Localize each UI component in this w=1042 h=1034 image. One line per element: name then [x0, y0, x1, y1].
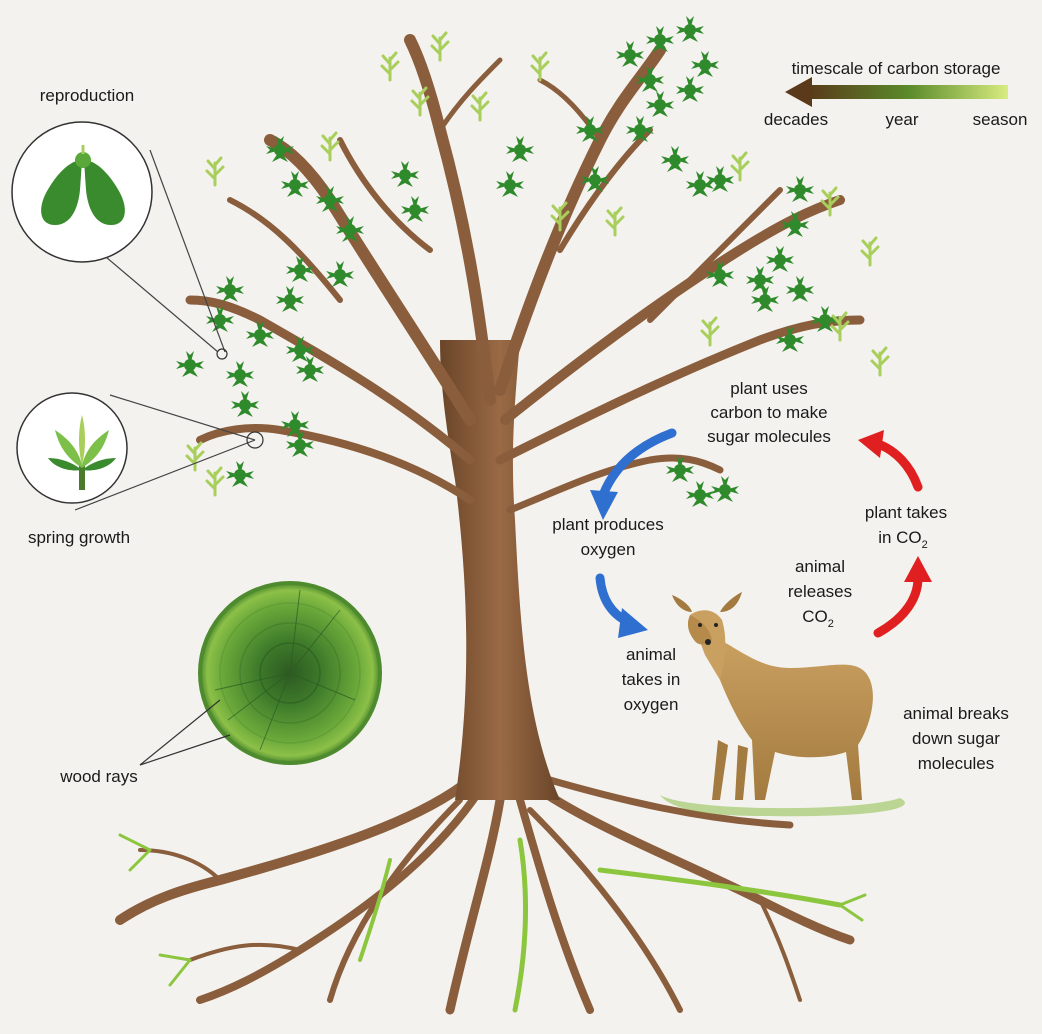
- reproduction-callout: [12, 122, 227, 359]
- animal-breaks-sugar-label: animal breaks down sugar molecules: [903, 704, 1009, 773]
- releases-line2: releases: [788, 582, 852, 601]
- spring-growth-callout: [17, 393, 263, 510]
- takes-co2-line2: in CO2: [878, 528, 928, 551]
- plant-uses-line1: plant uses: [730, 379, 808, 398]
- takes-o2-line2: takes in: [622, 670, 681, 689]
- breaks-line2: down sugar: [912, 729, 1000, 748]
- animal-takes-oxygen-label: animal takes in oxygen: [622, 645, 681, 714]
- plant-uses-carbon-label: plant uses carbon to make sugar molecule…: [707, 379, 831, 446]
- spring-growth-label: spring growth: [28, 528, 130, 547]
- animal-releases-co2-label: animal releases CO2: [788, 557, 852, 630]
- timescale-year: year: [885, 110, 918, 129]
- plant-produces-oxygen-label: plant produces oxygen: [552, 515, 664, 559]
- produces-line2: oxygen: [581, 540, 636, 559]
- releases-line1: animal: [795, 557, 845, 576]
- timescale-title: timescale of carbon storage: [792, 59, 1001, 78]
- releases-line3: CO2: [802, 607, 834, 630]
- plant-uses-line3: sugar molecules: [707, 427, 831, 446]
- produces-line1: plant produces: [552, 515, 664, 534]
- plant-takes-co2-label: plant takes in CO2: [865, 503, 947, 551]
- plant-uses-line2: carbon to make: [710, 403, 827, 422]
- takes-o2-line1: animal: [626, 645, 676, 664]
- oxygen-arrow-2: [600, 578, 648, 638]
- breaks-line3: molecules: [918, 754, 995, 773]
- co2-arrow-2: [858, 430, 918, 487]
- timescale-decades: decades: [764, 110, 828, 129]
- wood-rays-label: wood rays: [59, 767, 137, 786]
- co2-arrow-1: [878, 556, 932, 633]
- reproduction-label: reproduction: [40, 86, 135, 105]
- takes-o2-line3: oxygen: [624, 695, 679, 714]
- timescale-season: season: [973, 110, 1028, 129]
- takes-co2-line1: plant takes: [865, 503, 947, 522]
- timescale-arrow: [785, 77, 1008, 107]
- breaks-line1: animal breaks: [903, 704, 1009, 723]
- deer: [660, 592, 905, 816]
